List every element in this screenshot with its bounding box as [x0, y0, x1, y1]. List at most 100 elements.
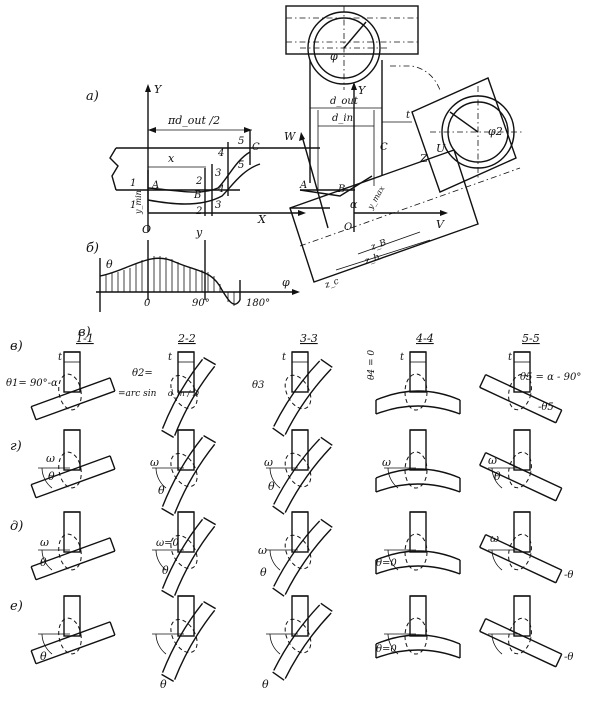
e4-theta0: θ=0 — [376, 644, 397, 655]
section-2-top: 2 — [195, 176, 202, 187]
section-2-5 — [479, 429, 563, 502]
formula-theta2a: θ2= — [132, 368, 153, 379]
v5-t: t — [508, 352, 513, 363]
point-B-left: B — [193, 190, 201, 201]
g2-omega: ω — [150, 456, 159, 469]
section-3-2 — [152, 511, 217, 598]
g2-theta: θ — [158, 484, 165, 497]
angle-phi2: φ2 — [488, 125, 503, 138]
section-3-1 — [30, 511, 116, 581]
right-circle-radius — [449, 111, 479, 133]
section-4-5 — [479, 595, 563, 668]
section-title-2: 2-2 — [177, 332, 196, 345]
g3-omega: ω — [264, 456, 273, 469]
theta-axis-phi-label: φ — [282, 276, 290, 289]
axis-y1-label: Y — [154, 83, 163, 96]
section-5-bottom: 5 — [238, 160, 244, 171]
axis-u-label: U — [436, 142, 446, 155]
origin-label-left: O — [142, 223, 151, 236]
section-4-4 — [375, 595, 461, 659]
v1-t: t — [58, 352, 63, 363]
top-pipe-rect — [285, 5, 419, 55]
e5-neg-theta: -θ — [564, 652, 573, 663]
axis-w — [301, 135, 329, 229]
section-2-bottom: 2 — [195, 206, 202, 217]
dim-zb-label: z_B — [369, 238, 389, 253]
section-1-bottom: 1 — [130, 200, 136, 211]
part-label-b: б) — [86, 241, 99, 256]
row-label-g: г) — [10, 439, 22, 454]
g4-omega: ω — [382, 456, 391, 469]
axis-y2-label: Y — [358, 84, 367, 97]
point-A-right: A — [299, 180, 307, 191]
d1-omega: ω — [40, 536, 49, 549]
main-pipe-axis — [299, 167, 521, 247]
section-4-1 — [30, 595, 116, 665]
section-3-4 — [375, 511, 461, 575]
dim-zc-label: z_c — [323, 277, 341, 292]
d2-theta: θ — [162, 564, 169, 577]
dev-break-left — [109, 147, 119, 191]
g3-theta: θ — [268, 480, 275, 493]
formula-theta4: θ4 = 0 — [367, 350, 377, 380]
dim-ymax-label: y_max — [365, 184, 386, 212]
section-4-2 — [152, 595, 217, 682]
d3-theta: θ — [260, 566, 267, 579]
point-O-right: O — [344, 222, 352, 233]
section-2-4 — [375, 429, 461, 493]
dev-curve-lower — [147, 163, 261, 205]
row-label-v: в) — [10, 339, 23, 354]
dim-zb2-label: z_b — [363, 252, 382, 267]
point-B-right: B — [337, 184, 345, 195]
v3-t: t — [282, 352, 287, 363]
theta-tick-90-label: 90° — [192, 298, 210, 309]
section-title-5: 5-5 — [522, 332, 540, 345]
section-2-1 — [30, 429, 116, 499]
dim-d-in-label: d_in — [332, 113, 353, 124]
section-title-4: 4-4 — [415, 332, 434, 345]
v4-t: t — [400, 352, 405, 363]
dim-ymin-label: y_min — [134, 190, 143, 215]
axis-x1-label: X — [257, 213, 267, 226]
section-3-bottom: 3 — [215, 200, 221, 211]
section-5-top: 5 — [238, 136, 244, 147]
section-1-2 — [161, 351, 217, 438]
dim-y-label: y — [195, 226, 203, 239]
g1-omega: ω — [46, 452, 55, 465]
part-label-v: в) — [78, 325, 91, 340]
section-1-1 — [30, 351, 116, 421]
section-title-3: 3-3 — [300, 332, 318, 345]
d4-theta0: θ=0 — [376, 558, 397, 569]
d3-omega: ω — [258, 544, 267, 557]
section-joints — [30, 351, 563, 682]
axis-z-label: Z — [419, 152, 428, 165]
section-title-1: 1-1 — [76, 332, 94, 345]
point-A-left: A — [151, 180, 159, 191]
section-1-3 — [272, 351, 333, 437]
formula-theta2b: =arc sin — [118, 389, 157, 399]
formula-theta5: θ5 = α - 90° — [520, 372, 581, 383]
theta-tick-180-label: 180° — [246, 298, 270, 309]
section-3-top: 3 — [215, 168, 221, 179]
axis-v-label: V — [436, 218, 445, 231]
section-1-top: 1 — [130, 178, 136, 189]
theta-curve — [99, 257, 241, 305]
d2-omega0: ω=0 — [156, 538, 180, 549]
formula-theta1: θ1= 90°-α — [6, 378, 58, 389]
row-label-e: е) — [10, 599, 23, 614]
theta-tick-0-label: 0 — [144, 298, 151, 309]
section-4-bottom: 4 — [217, 184, 224, 195]
right-pipe-box — [411, 77, 517, 193]
g5-omega: ω — [488, 454, 497, 467]
section-2-2 — [152, 429, 217, 516]
dim-x-label: x — [168, 152, 175, 165]
section-4-top: 4 — [217, 148, 224, 159]
section-1-5 — [479, 351, 563, 424]
g5-theta: θ — [494, 470, 501, 483]
v2-t: t — [168, 352, 173, 363]
dim-zb — [357, 231, 421, 255]
part-label-a: а) — [86, 89, 99, 104]
formula-theta3: θ3 — [252, 380, 264, 391]
formula-theta2c: d_in / D — [168, 389, 200, 398]
